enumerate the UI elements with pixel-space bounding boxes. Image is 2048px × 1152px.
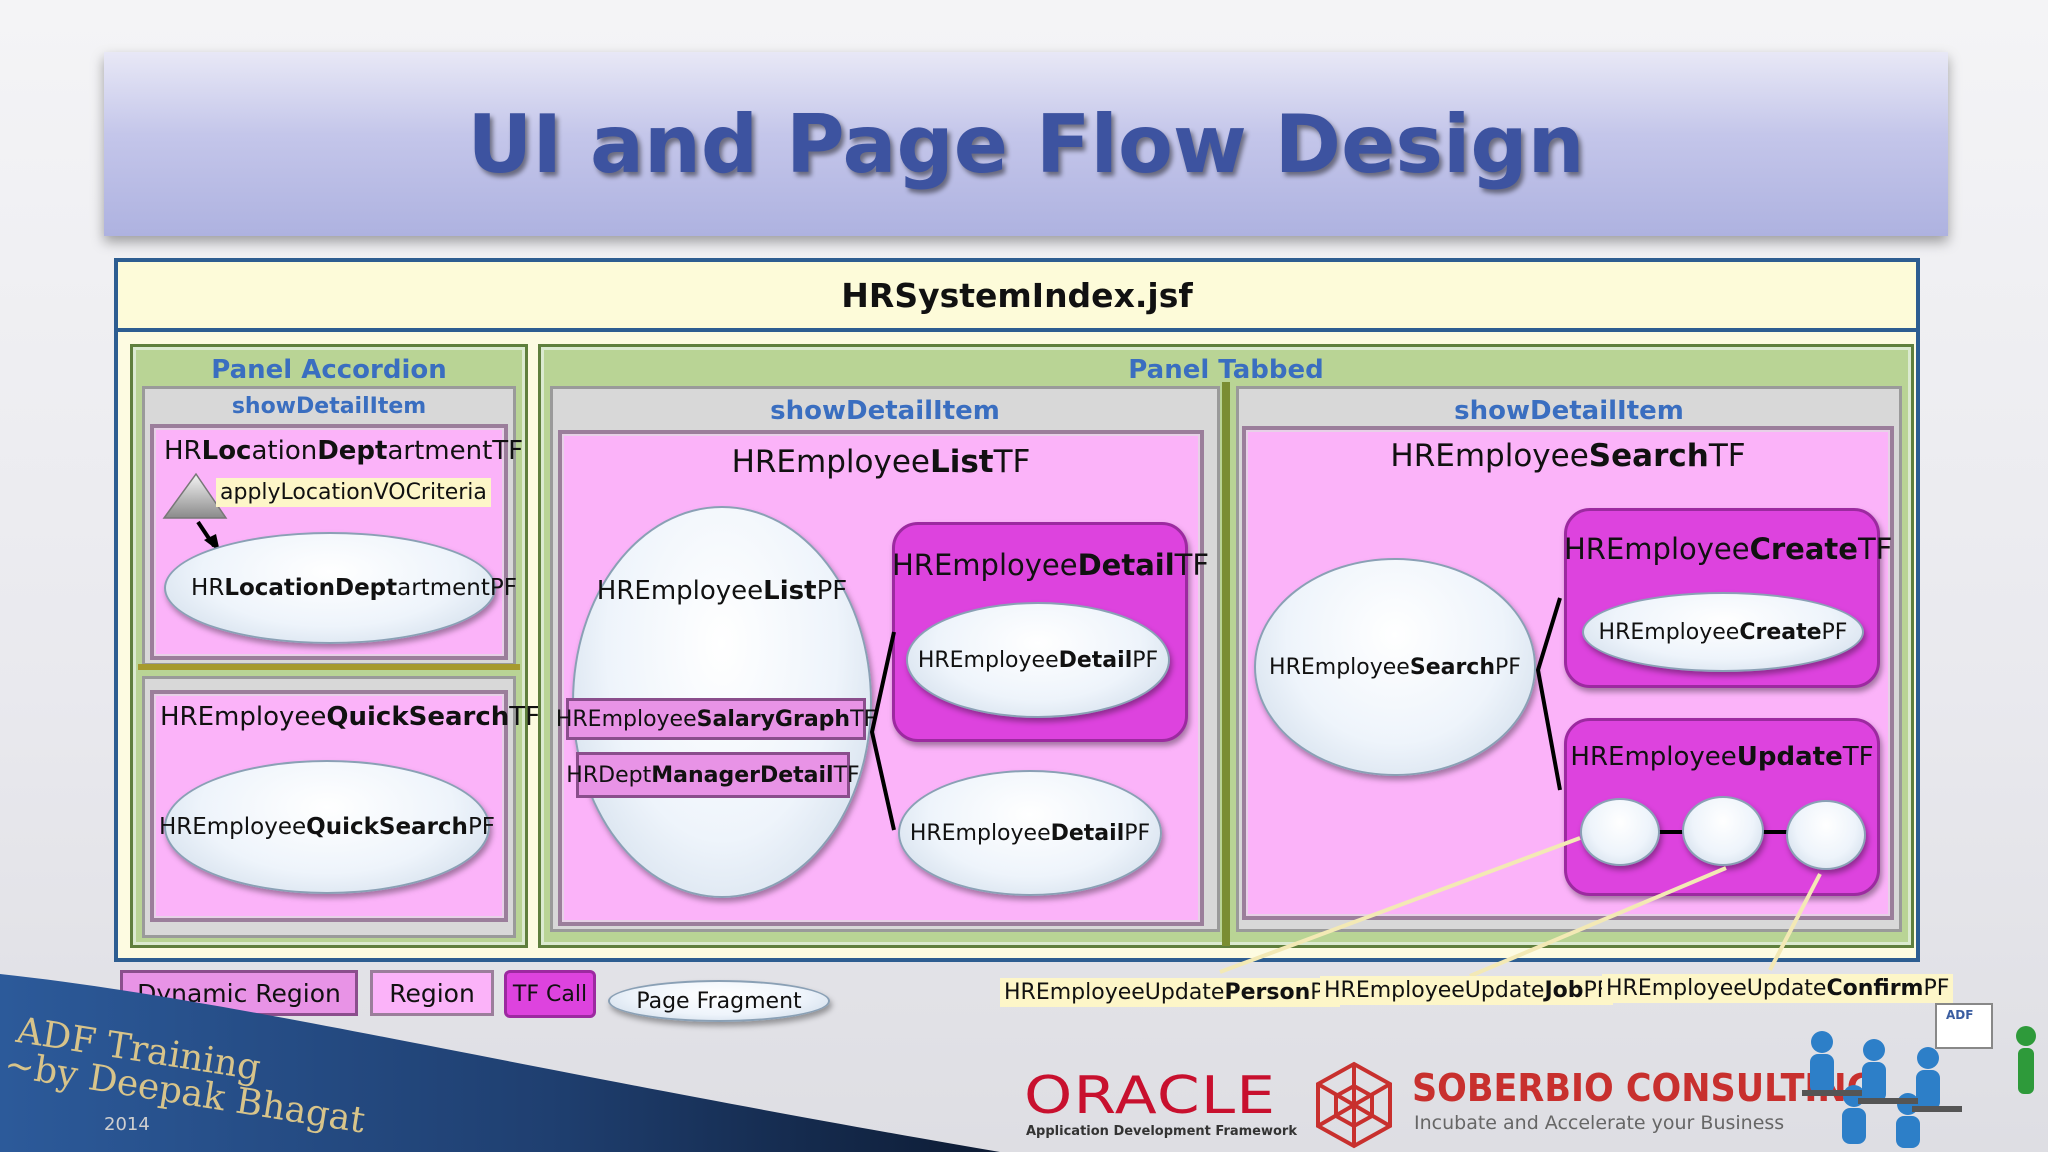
callout-update-person: HREmployeeUpdatePersonPF	[1000, 978, 1341, 1007]
accordion-divider	[138, 664, 520, 670]
panel-tabbed-title: Panel Tabbed	[1128, 355, 1324, 385]
employee-list-fragment-label: HREmployeeListPF	[596, 576, 848, 606]
quicksearch-fragment-label: HREmployeeQuickSearchPF	[158, 814, 496, 840]
soberbio-tagline: Incubate and Accelerate your Business	[1414, 1112, 1785, 1134]
training-class-icon	[1802, 1003, 2036, 1148]
criteria-method-label: applyLocationVOCriteria	[216, 478, 491, 507]
location-dept-fragment[interactable]: HRLocationDeptartmentPF	[164, 532, 517, 644]
accordion-show-detail-item-label: showDetailItem	[231, 394, 427, 419]
employee-create-taskflow-label: HREmployeeCreateTF	[1564, 532, 1893, 566]
update-step-connector-1	[1656, 830, 1686, 834]
method-call-icon	[162, 472, 228, 519]
quicksearch-fragment[interactable]: HREmployeeQuickSearchPF	[159, 760, 495, 894]
index-page-label: HRSystemIndex.jsf	[118, 262, 1916, 332]
employee-create-fragment[interactable]: HREmployeeCreatePF	[1582, 592, 1864, 672]
employee-search-fragment-label: HREmployeeSearchPF	[1269, 654, 1521, 680]
legend-tf-call: TF Call	[504, 970, 596, 1018]
update-person-fragment[interactable]	[1580, 798, 1660, 866]
callout-update-job: HREmployeeUpdateJobPF	[1320, 976, 1614, 1005]
employee-list-taskflow-label: HREmployeeListTF	[731, 444, 1031, 480]
title-banner	[104, 52, 1948, 236]
watermark-year: 2014	[104, 1114, 150, 1135]
employee-detail-fragment-inner[interactable]: HREmployeeDetailPF	[906, 602, 1170, 718]
search-show-detail-item-label: showDetailItem	[1454, 396, 1684, 426]
list-flow-connector	[869, 631, 896, 831]
slide-title: UI and Page Flow Design	[467, 97, 1585, 191]
employee-detail-fragment-label: HREmployeeDetailPF	[909, 820, 1151, 846]
employee-detail-taskflow-label: HREmployeeDetailTF	[892, 548, 1210, 582]
employee-search-taskflow-label: HREmployeeSearchTF	[1390, 438, 1746, 474]
employee-update-taskflow-label: HREmployeeUpdateTF	[1570, 742, 1874, 772]
list-show-detail-item-label: showDetailItem	[770, 396, 1000, 426]
legend-page-fragment: Page Fragment	[608, 980, 830, 1022]
update-step-connector-2	[1760, 830, 1790, 834]
tab-separator	[1222, 382, 1230, 946]
bottom-ribbon	[0, 974, 1000, 1152]
location-dept-fragment-label: HRLocationDeptartmentPF	[191, 575, 517, 601]
panel-accordion-title: Panel Accordion	[211, 355, 447, 385]
update-confirm-fragment[interactable]	[1786, 800, 1866, 870]
legend-page-fragment-label: Page Fragment	[636, 988, 802, 1014]
soberbio-cube-icon	[1316, 1061, 1392, 1149]
soberbio-logo: SOBERBIO CONSULTING	[1412, 1066, 1876, 1110]
employee-create-fragment-label: HREmployeeCreatePF	[1598, 619, 1848, 645]
quicksearch-taskflow-label: HREmployeeQuickSearchTF	[160, 702, 541, 732]
update-job-fragment[interactable]	[1682, 796, 1764, 866]
location-dept-taskflow-label: HRLocationDeptartmentTF	[164, 436, 524, 466]
employee-search-fragment[interactable]: HREmployeeSearchPF	[1254, 558, 1536, 776]
callout-update-confirm: HREmployeeUpdateConfirmPF	[1602, 974, 1954, 1003]
employee-detail-fragment[interactable]: HREmployeeDetailPF	[898, 770, 1162, 896]
search-flow-connector	[1535, 597, 1562, 791]
adf-board-label: ADF	[1946, 1008, 1974, 1022]
legend-region: Region	[370, 970, 494, 1016]
employee-detail-fragment-inner-label: HREmployeeDetailPF	[917, 647, 1159, 673]
oracle-logo-subtitle: Application Development Framework	[1026, 1124, 1297, 1139]
oracle-logo: ORACLE	[1024, 1066, 1277, 1126]
